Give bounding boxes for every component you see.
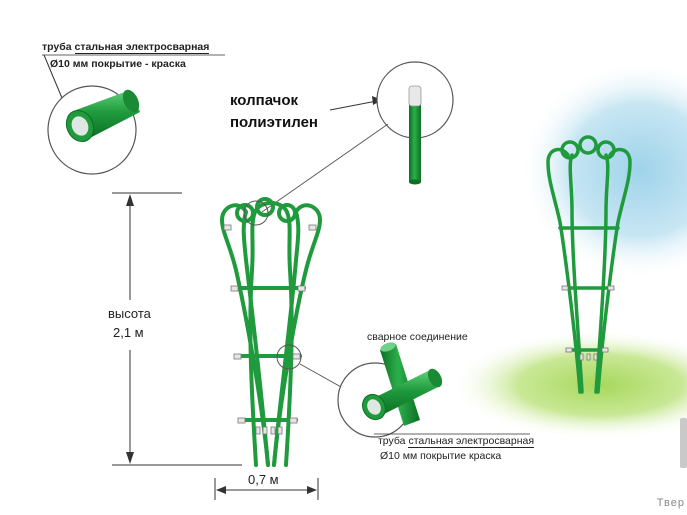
scene-trellis xyxy=(546,135,632,394)
height-label-line2: 2,1 м xyxy=(113,325,144,340)
leader-line-pipe-top xyxy=(43,54,63,99)
pipe-bottom-label-material: стальная электросварная xyxy=(408,435,535,448)
main-trellis-caps xyxy=(223,224,317,435)
edge-fragment xyxy=(680,418,687,468)
width-arrow-left xyxy=(216,486,226,494)
watermark: Твер xyxy=(656,497,685,509)
pipe-top-label-line2: Ø10 мм покрытие - краска xyxy=(50,58,186,70)
scene-trellis-caps xyxy=(561,285,615,361)
cap-label-line2: полиэтилен xyxy=(230,114,318,131)
pipe-bottom-label-line2: Ø10 мм покрытие краска xyxy=(380,450,502,462)
cap-detail-ring xyxy=(243,200,269,226)
height-arrow-down xyxy=(126,452,134,464)
height-label-line1: высота xyxy=(108,306,151,321)
weld-joint-icon xyxy=(362,342,443,426)
width-label: 0,7 м xyxy=(248,472,279,487)
width-arrow-right xyxy=(307,486,317,494)
cap-label-line1: колпачок xyxy=(230,92,299,109)
cap-pipe-icon xyxy=(408,85,422,185)
pipe-top-icon xyxy=(65,89,140,143)
pipe-top-label-line1: труба стальная электросварная xyxy=(42,41,210,54)
height-arrow-up xyxy=(126,194,134,206)
main-trellis xyxy=(219,197,323,467)
weld-detail-ring xyxy=(276,344,302,370)
leader-line-cap-to-trellis xyxy=(261,123,389,213)
weld-label: сварное соединение xyxy=(367,331,468,343)
lawn-blob xyxy=(450,330,687,440)
pipe-bottom-label-line1: труба стальная электросварная xyxy=(378,435,535,448)
pipe-top-label-material: стальная электросварная xyxy=(74,41,210,54)
pipe-top-label-word: труба xyxy=(42,41,72,53)
pipe-bottom-label-word: труба xyxy=(378,435,406,447)
